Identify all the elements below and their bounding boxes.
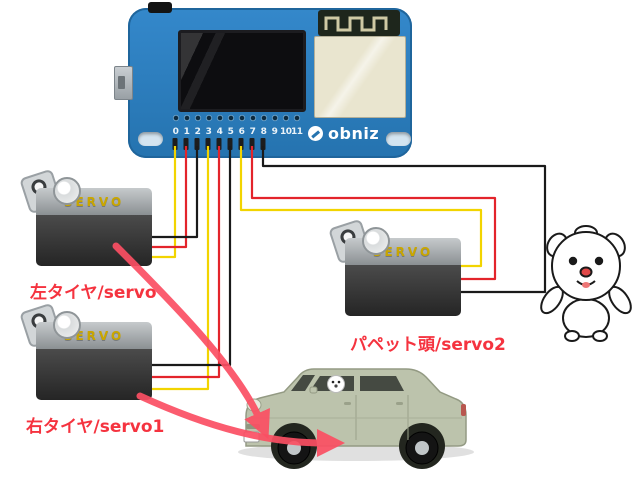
servo-body	[345, 265, 461, 316]
wire-servo1-yellow	[151, 146, 210, 391]
pin-label-8: 8	[260, 127, 267, 137]
module-sheen	[315, 37, 405, 117]
servo-left-tire: SERVO	[19, 168, 152, 266]
servo-right-tire: SERVO	[19, 302, 152, 400]
pin-holes-row	[172, 114, 304, 122]
pin-label-1: 1	[183, 127, 190, 137]
wifi-antenna	[318, 10, 400, 36]
pin-label-4: 4	[216, 127, 223, 137]
caption-right-tire: 右タイヤ/servo1	[26, 417, 165, 437]
puppet-illustration	[540, 225, 632, 342]
arrow-right-servo-to-car	[136, 392, 345, 457]
pin-label-6: 6	[238, 127, 245, 137]
car-windshield	[291, 375, 315, 391]
wire-servo1-red	[151, 146, 221, 379]
pin-labels-row: 0 1 2 3 4 5 6 7 8 9 10 11	[170, 127, 320, 138]
servo-puppet-head: SERVO	[328, 218, 461, 316]
mounting-slot-right	[386, 132, 411, 146]
pin-label-11: 11	[291, 127, 303, 137]
car-dog-face	[327, 375, 345, 393]
wire-servo-left-red	[151, 146, 188, 249]
caption-left-tire: 左タイヤ/servo	[30, 283, 157, 303]
obniz-brand-text: obniz	[328, 124, 380, 143]
servo-horn	[362, 227, 390, 255]
car-illustration	[238, 368, 474, 469]
servo-horn	[53, 177, 81, 205]
car-window-rear	[360, 376, 404, 391]
wire-plugs	[172, 138, 266, 150]
wire-servo-left-black	[151, 146, 199, 239]
pin-label-3: 3	[205, 127, 212, 137]
wifi-module	[314, 36, 406, 118]
obniz-logo: obniz	[308, 124, 379, 143]
servo-horn	[53, 311, 81, 339]
car-mirror	[309, 386, 318, 394]
car-hub-rear	[415, 441, 429, 455]
pin-label-5: 5	[227, 127, 234, 137]
crystal-component	[148, 2, 172, 13]
car-taillight	[461, 404, 466, 416]
car-handle-2	[396, 402, 403, 405]
obniz-board: 0 1 2 3 4 5 6 7 8 9 10 11 obniz	[114, 2, 412, 158]
mounting-slot-left	[138, 132, 163, 146]
caption-puppet-head: パペット頭/servo2	[350, 335, 506, 355]
wire-servo2-black	[261, 146, 547, 294]
puppet-head	[551, 231, 621, 301]
obniz-brand-icon	[308, 126, 323, 141]
servo-body	[36, 215, 152, 266]
puppet-eye-left	[568, 256, 578, 266]
pin-label-9: 9	[271, 127, 278, 137]
antenna-trace	[324, 16, 388, 32]
usb-connector	[114, 66, 133, 100]
car-handle-1	[344, 402, 351, 405]
pin-label-0: 0	[172, 127, 179, 137]
board-display	[178, 30, 306, 112]
wire-servo-left-yellow	[151, 146, 177, 259]
puppet-tongue	[582, 282, 590, 288]
puppet-foot-left	[564, 330, 580, 342]
arrow-left-servo-to-car	[112, 242, 270, 440]
display-glare	[181, 33, 303, 109]
servo-body	[36, 349, 152, 400]
puppet-foot-right	[592, 330, 608, 342]
wire-servo2-red	[250, 146, 497, 281]
wire-servo2-yellow	[239, 146, 483, 268]
pin-label-10: 10	[280, 127, 292, 137]
puppet-nose	[579, 266, 593, 278]
pin-label-2: 2	[194, 127, 201, 137]
pin-label-7: 7	[249, 127, 256, 137]
puppet-eye-right	[594, 256, 604, 266]
